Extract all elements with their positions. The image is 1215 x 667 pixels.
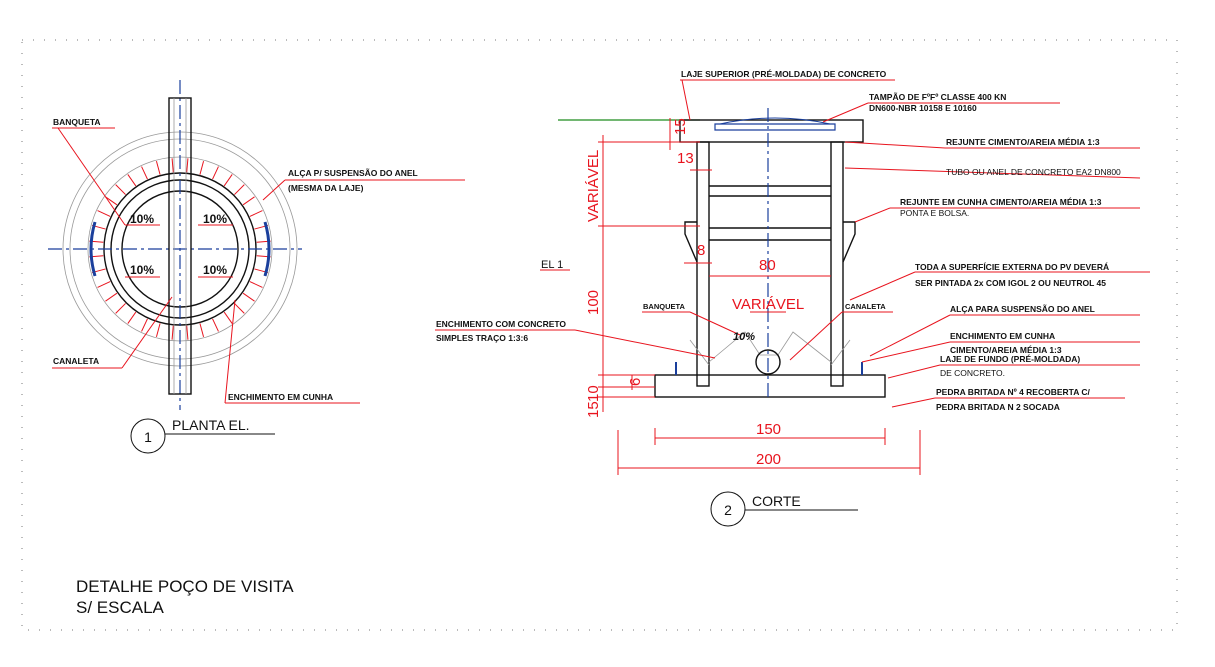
plan-slope-3: 10%: [130, 263, 154, 277]
hatch-line: [199, 323, 205, 338]
label-banqueta: BANQUETA: [643, 302, 686, 311]
label-rejunte-cunha-1: REJUNTE EM CUNHA CIMENTO/AREIA MÉDIA 1:3: [900, 197, 1102, 207]
dim-variavel-horizontal: VARIÁVEL: [732, 296, 804, 313]
label-pedra-2: PEDRA BRITADA N 2 SOCADA: [936, 402, 1060, 412]
plan-label-canaleta: CANALETA: [53, 356, 99, 366]
label-alca: ALÇA PARA SUSPENSÃO DO ANEL: [950, 304, 1095, 314]
label-canaleta: CANALETA: [845, 302, 886, 311]
plan-label-alca: ALÇA P/ SUSPENSÃO DO ANEL: [288, 168, 418, 178]
hatch-line: [249, 281, 263, 288]
plan-label-enchimento: ENCHIMENTO EM CUNHA: [228, 392, 333, 402]
label-laje-fundo-2: DE CONCRETO.: [940, 368, 1005, 378]
label-laje-fundo-1: LAJE DE FUNDO (PRÉ-MOLDADA): [940, 354, 1080, 364]
plan-view: 10% 10% 10% 10% BANQUETA ALÇA P/ SUSPENS…: [48, 80, 465, 454]
hatch-line: [115, 184, 126, 195]
plan-title-number: 1: [144, 429, 152, 445]
hatch-line: [242, 196, 255, 206]
dim-10: 10: [585, 385, 602, 402]
dim-13: 13: [677, 150, 694, 167]
label-tampao-2: DN600-NBR 10158 E 10160: [869, 103, 977, 113]
hatch-line: [105, 196, 118, 206]
hatch-line: [223, 311, 233, 324]
channel-pipe: [755, 349, 781, 375]
hatch-line: [155, 160, 161, 175]
sheet-title: DETALHE POÇO DE VISITA: [76, 577, 294, 596]
benching: [708, 331, 832, 363]
hatch-line: [234, 184, 245, 195]
hatch-line: [234, 303, 245, 314]
label-enchimento-concreto-2: SIMPLES TRAÇO 1:3:6: [436, 333, 528, 343]
dim-6: 6: [627, 378, 644, 386]
label-rejunte-cunha-2: PONTA E BOLSA.: [900, 208, 969, 218]
section-title-bubble: [710, 491, 746, 527]
hatch-line: [212, 318, 219, 332]
dim-150: 150: [756, 421, 781, 438]
hatch-line: [212, 166, 219, 180]
dim-100: 100: [585, 290, 602, 315]
section-title: CORTE: [752, 493, 801, 509]
hatch-line: [171, 325, 174, 340]
hatch-line: [97, 281, 111, 288]
dim-200: 200: [756, 451, 781, 468]
label-pedra-1: PEDRA BRITADA Nº 4 RECOBERTA C/: [936, 387, 1091, 397]
label-laje-superior: LAJE SUPERIOR (PRÉ-MOLDADA) DE CONCRETO: [681, 69, 887, 79]
plan-slope-4: 10%: [203, 263, 227, 277]
hatch-line: [127, 174, 137, 187]
plan-title: PLANTA EL.: [172, 417, 250, 433]
dim-8: 8: [697, 242, 705, 259]
bell-joint-left: [684, 221, 698, 263]
hatch-line: [127, 311, 137, 324]
plan-handle-left: [89, 221, 97, 277]
hatch-line: [242, 292, 255, 302]
label-enchimento-concreto-1: ENCHIMENTO COM CONCRETO: [436, 319, 566, 329]
bottom-slab: [654, 374, 886, 398]
plan-label-banqueta: BANQUETA: [53, 117, 101, 127]
hatch-line: [141, 166, 148, 180]
plan-slope-2: 10%: [203, 212, 227, 226]
plan-slope-1: 10%: [130, 212, 154, 226]
hatch-line: [249, 210, 263, 217]
plan-hatch: [89, 158, 271, 340]
hatch-line: [199, 160, 205, 175]
hatch-line: [97, 210, 111, 217]
label-el1: EL 1: [541, 259, 563, 271]
dim-15-top: 15: [672, 118, 689, 135]
plan-label-alca-sub: (MESMA DA LAJE): [288, 183, 364, 193]
section-view: 15 13 VARIÁVEL 8 80 VARIÁVEL 100 6 10 15…: [435, 69, 1150, 527]
label-rejunte: REJUNTE CIMENTO/AREIA MÉDIA 1:3: [946, 137, 1100, 147]
plan-pipe: [168, 97, 192, 395]
section-title-number: 2: [724, 502, 732, 518]
label-enchimento-cunha-1: ENCHIMENTO EM CUNHA: [950, 331, 1055, 341]
hatch-line: [186, 158, 189, 173]
plan-handle-right: [263, 221, 271, 277]
label-slope: 10%: [733, 331, 755, 343]
label-enchimento-cunha-2: CIMENTO/AREIA MÉDIA 1:3: [950, 345, 1062, 355]
top-slab: [679, 119, 864, 143]
hatch-line: [186, 325, 189, 340]
dim-80: 80: [759, 257, 776, 274]
sheet-subtitle: S/ ESCALA: [76, 598, 165, 617]
plan-title-bubble: [130, 418, 166, 454]
bell-joint-right: [842, 221, 856, 263]
hatch-line: [141, 318, 148, 332]
hatch-line: [223, 174, 233, 187]
label-superficie-1: TODA A SUPERFÍCIE EXTERNA DO PV DEVERÁ: [915, 262, 1109, 272]
hatch-line: [105, 292, 118, 302]
wall-right: [830, 141, 844, 387]
wall-left: [696, 141, 710, 387]
label-tubo: TUBO OU ANEL DE CONCRETO EA2 DN800: [946, 167, 1121, 177]
label-tampao-1: TAMPÃO DE FºFº CLASSE 400 KN: [869, 92, 1006, 102]
hatch-line: [115, 303, 126, 314]
hatch-line: [171, 158, 174, 173]
dim-variavel-vertical: VARIÁVEL: [585, 150, 602, 222]
dim-15-bottom: 15: [585, 401, 602, 418]
label-superficie-2: SER PINTADA 2x COM IGOL 2 OU NEUTROL 45: [915, 278, 1106, 288]
hatch-line: [155, 323, 161, 338]
manhole-cover: [714, 123, 836, 131]
